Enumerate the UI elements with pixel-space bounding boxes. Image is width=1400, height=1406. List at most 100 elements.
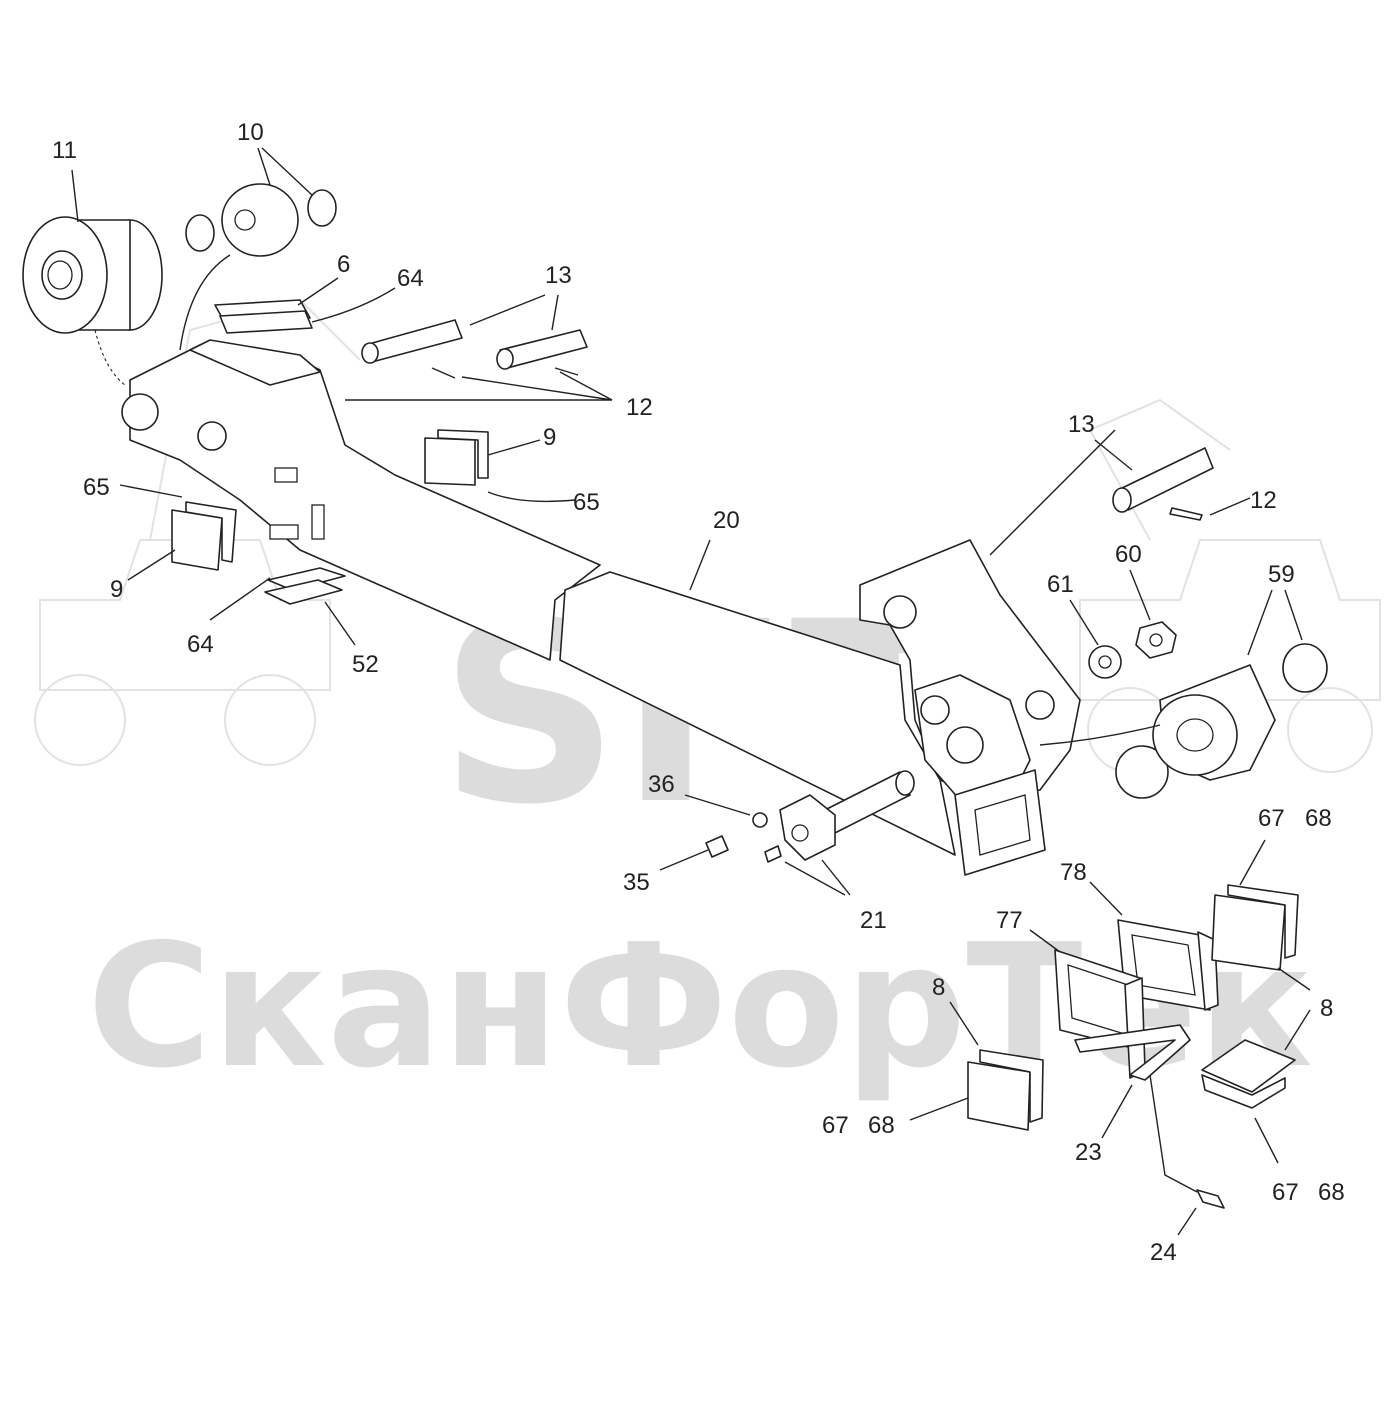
watermark-machine-right	[1079, 398, 1381, 773]
callout-8-left: 8	[932, 974, 945, 1001]
boom-head-bore-rear	[1025, 690, 1055, 720]
callout-77: 77	[996, 907, 1023, 934]
sheave-59	[1115, 643, 1328, 799]
sheave-10-bore	[234, 209, 256, 231]
sheave-11	[22, 216, 163, 334]
boom-head-pin-hole	[883, 595, 917, 629]
callout-35: 35	[623, 869, 650, 896]
pads-64-52	[264, 567, 346, 605]
callout-67-lower: 67	[1272, 1179, 1299, 1206]
pin-21-tip	[895, 770, 915, 796]
pad-67-68-left	[979, 1049, 1044, 1123]
callout-23: 23	[1075, 1139, 1102, 1166]
frame-78-window	[1131, 934, 1196, 996]
bolt-24	[1149, 1074, 1225, 1209]
callout-78: 78	[1060, 859, 1087, 886]
boom-head-bore	[946, 726, 984, 764]
callout-64-upper: 64	[397, 265, 424, 292]
sheave-59-bore	[1176, 718, 1214, 752]
boom-rear-section	[129, 344, 601, 661]
pin-13-lower-end	[1112, 487, 1132, 513]
pads-9-65-lower	[171, 501, 237, 571]
pad-8-right	[1201, 1039, 1296, 1093]
sheave-10	[185, 183, 337, 257]
pad-9-lower	[171, 509, 223, 571]
callout-65-left: 65	[83, 474, 110, 501]
pad-64-top	[219, 310, 313, 334]
boom-side-slot-2	[311, 504, 325, 540]
boom-front-section	[559, 571, 956, 856]
pin-21-assembly	[705, 770, 915, 863]
pins-13-top	[361, 319, 588, 379]
callout-59: 59	[1268, 561, 1295, 588]
callout-11: 11	[52, 137, 77, 164]
sheave-59-bushing-rear	[1282, 643, 1328, 693]
callout-12-upper: 12	[626, 394, 653, 421]
bolt-12-left	[431, 367, 456, 379]
leader-lines	[71, 147, 1311, 1236]
callout-68-lower: 68	[1318, 1179, 1345, 1206]
callout-6: 6	[337, 251, 350, 278]
sheave-10-body	[221, 183, 299, 257]
bolt-21-small	[764, 845, 782, 863]
sheave-assembly-path	[94, 329, 126, 386]
washer-nut-61-60	[1088, 621, 1177, 679]
callout-21: 21	[860, 907, 887, 934]
boom-side-slot-1	[274, 467, 298, 483]
callout-10: 10	[237, 119, 264, 146]
boom-assembly	[121, 339, 1081, 876]
pin-13-right-assembly	[1112, 447, 1214, 521]
pads-6-64	[214, 299, 313, 334]
callout-68-upper: 68	[1305, 805, 1332, 832]
callout-9-upper: 9	[543, 424, 556, 451]
bolt-24-body	[1196, 1189, 1225, 1209]
pin-13-right-end	[496, 348, 514, 370]
callout-13-upper: 13	[545, 262, 572, 289]
callout-9-lower: 9	[110, 576, 123, 603]
pad-9-upper	[424, 437, 476, 486]
sheave-10-bushing-right	[307, 189, 337, 227]
pin-21-plate-hole	[791, 824, 809, 842]
callout-68-left: 68	[868, 1112, 895, 1139]
bolt-12-lower	[1169, 507, 1203, 521]
callout-labels: 11 10 6 64 13 12 9 65 65 9 64 52 20 13 1…	[52, 119, 1345, 1266]
pin-13-left	[364, 319, 463, 363]
callout-67-upper: 67	[1258, 805, 1285, 832]
callout-52: 52	[352, 651, 379, 678]
pin-21-plate	[779, 794, 836, 861]
callout-60: 60	[1115, 541, 1142, 568]
frames-77-78	[1054, 919, 1219, 1081]
boom-rear-bore	[197, 421, 227, 451]
boom-lower-mount-window	[974, 794, 1031, 856]
callout-67-left: 67	[822, 1112, 849, 1139]
nut-60-hole	[1149, 633, 1163, 647]
pin-13-left-end	[361, 342, 379, 364]
pad-8-left	[967, 1061, 1031, 1131]
pad-67-68-upper	[1227, 884, 1299, 959]
boom-side-slot-3	[269, 524, 299, 540]
bolt-24-axis	[1149, 1074, 1198, 1193]
pad-65-upper	[437, 429, 489, 479]
callout-65-upper: 65	[573, 489, 600, 516]
sheave-59-assembly-path	[1039, 724, 1161, 746]
sheave-10-assembly-path	[179, 254, 231, 351]
callout-12-right: 12	[1250, 487, 1277, 514]
callout-8-right: 8	[1320, 995, 1333, 1022]
boom-rear-top-plate	[189, 339, 321, 386]
boom-rear-eye	[121, 393, 159, 431]
sheave-10-bushing-left	[185, 214, 215, 252]
pad-52	[264, 579, 343, 605]
callout-20: 20	[713, 507, 740, 534]
callout-61: 61	[1047, 571, 1074, 598]
callout-36: 36	[648, 771, 675, 798]
washer-36	[752, 812, 768, 828]
pin-13-lower	[1117, 447, 1214, 511]
pad-67-68-right	[1201, 1074, 1286, 1109]
bolt-35	[705, 835, 729, 858]
pads-9-65-upper	[424, 429, 489, 486]
boom-head-bore-upper	[920, 695, 950, 725]
callout-64-lower: 64	[187, 631, 214, 658]
bolt-12-right	[554, 367, 579, 376]
callout-13-right: 13	[1068, 411, 1095, 438]
